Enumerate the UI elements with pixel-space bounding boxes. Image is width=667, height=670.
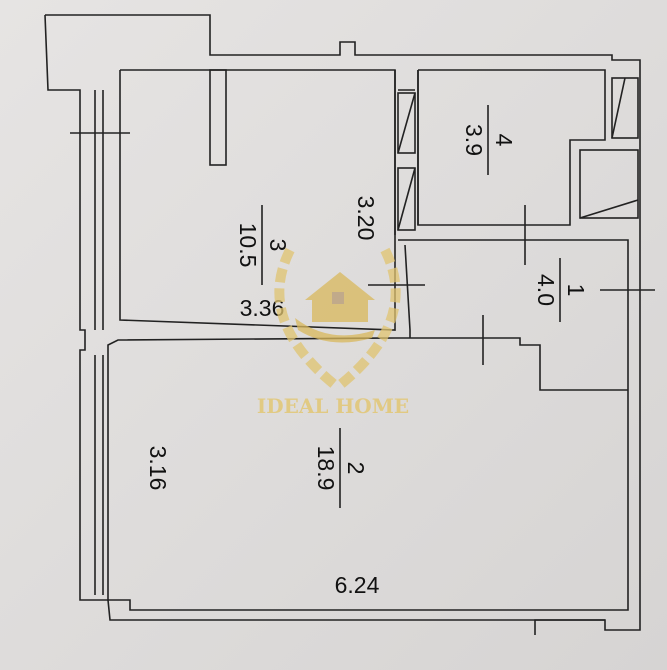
room-1-label: 1 4.0: [533, 258, 589, 322]
laurel-right-icon: [336, 247, 401, 389]
room-3-length-dimension: 3.20: [353, 196, 379, 241]
watermark-text: IDEAL HOME: [257, 394, 409, 418]
room-4-label: 4 3.9: [461, 105, 517, 175]
room-2-number: 2: [343, 462, 369, 475]
room-2-depth-dimension: 3.16: [145, 446, 171, 491]
room-3-number: 3: [265, 239, 291, 252]
room-3-label: 3 10.5: [235, 205, 291, 285]
room-1-area: 4.0: [533, 274, 559, 306]
room-1-number: 1: [563, 284, 589, 297]
room-3-area: 10.5: [235, 223, 261, 268]
room-4-number: 4: [491, 134, 517, 147]
hand-icon: [295, 318, 375, 343]
room-4-area: 3.9: [461, 124, 487, 156]
laurel-left-icon: [274, 247, 339, 389]
room-2-width-dimension: 6.24: [335, 572, 380, 598]
watermark-logo: IDEAL HOME: [257, 247, 409, 418]
walls: [44, 14, 655, 635]
room-2-label: 2 18.9: [313, 428, 369, 508]
room-2-area: 18.9: [313, 446, 339, 491]
